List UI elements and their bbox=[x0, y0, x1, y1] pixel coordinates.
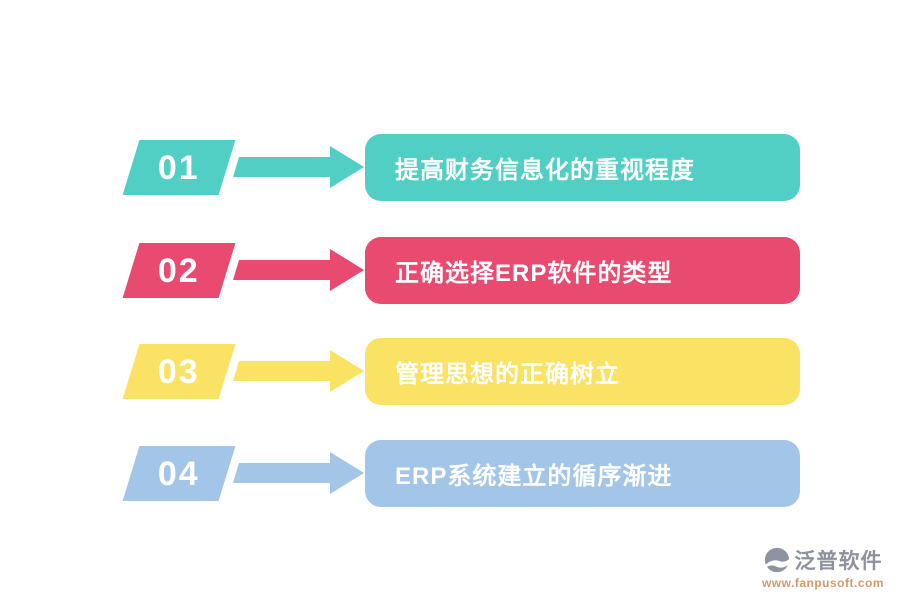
arrow-right-icon bbox=[233, 452, 364, 494]
fanpu-logo-icon bbox=[763, 547, 792, 573]
brand-url: www.fanpusoft.com bbox=[761, 576, 884, 590]
step-number: 02 bbox=[158, 251, 200, 290]
step-number-plate: 04 bbox=[122, 446, 236, 501]
arrow-right-icon bbox=[233, 146, 364, 188]
step-row-3: 03 管理思想的正确树立 bbox=[0, 338, 900, 405]
step-label: 正确选择ERP软件的类型 bbox=[395, 260, 673, 287]
step-row-4: 04 ERP系统建立的循序渐进 bbox=[0, 440, 900, 507]
step-label-box: 提高财务信息化的重视程度 bbox=[365, 134, 800, 201]
step-number: 03 bbox=[158, 352, 200, 391]
step-number-plate: 03 bbox=[122, 344, 236, 399]
arrow-right-icon bbox=[233, 249, 364, 291]
step-label-box: 管理思想的正确树立 bbox=[365, 338, 800, 405]
arrow-right-icon bbox=[233, 350, 364, 392]
brand-footer: 泛普软件 www.fanpusoft.com bbox=[762, 545, 884, 590]
brand-name: 泛普软件 bbox=[794, 550, 883, 573]
step-label-box: 正确选择ERP软件的类型 bbox=[365, 237, 800, 304]
step-number: 01 bbox=[158, 148, 200, 187]
step-label: 提高财务信息化的重视程度 bbox=[395, 157, 695, 184]
step-label: 管理思想的正确树立 bbox=[395, 361, 620, 388]
step-row-1: 01 提高财务信息化的重视程度 bbox=[0, 134, 900, 201]
step-number-plate: 02 bbox=[122, 243, 236, 298]
step-number-plate: 01 bbox=[122, 140, 236, 195]
step-row-2: 02 正确选择ERP软件的类型 bbox=[0, 237, 900, 304]
step-label-box: ERP系统建立的循序渐进 bbox=[365, 440, 800, 507]
step-number: 04 bbox=[158, 454, 200, 493]
step-label: ERP系统建立的循序渐进 bbox=[395, 463, 673, 490]
